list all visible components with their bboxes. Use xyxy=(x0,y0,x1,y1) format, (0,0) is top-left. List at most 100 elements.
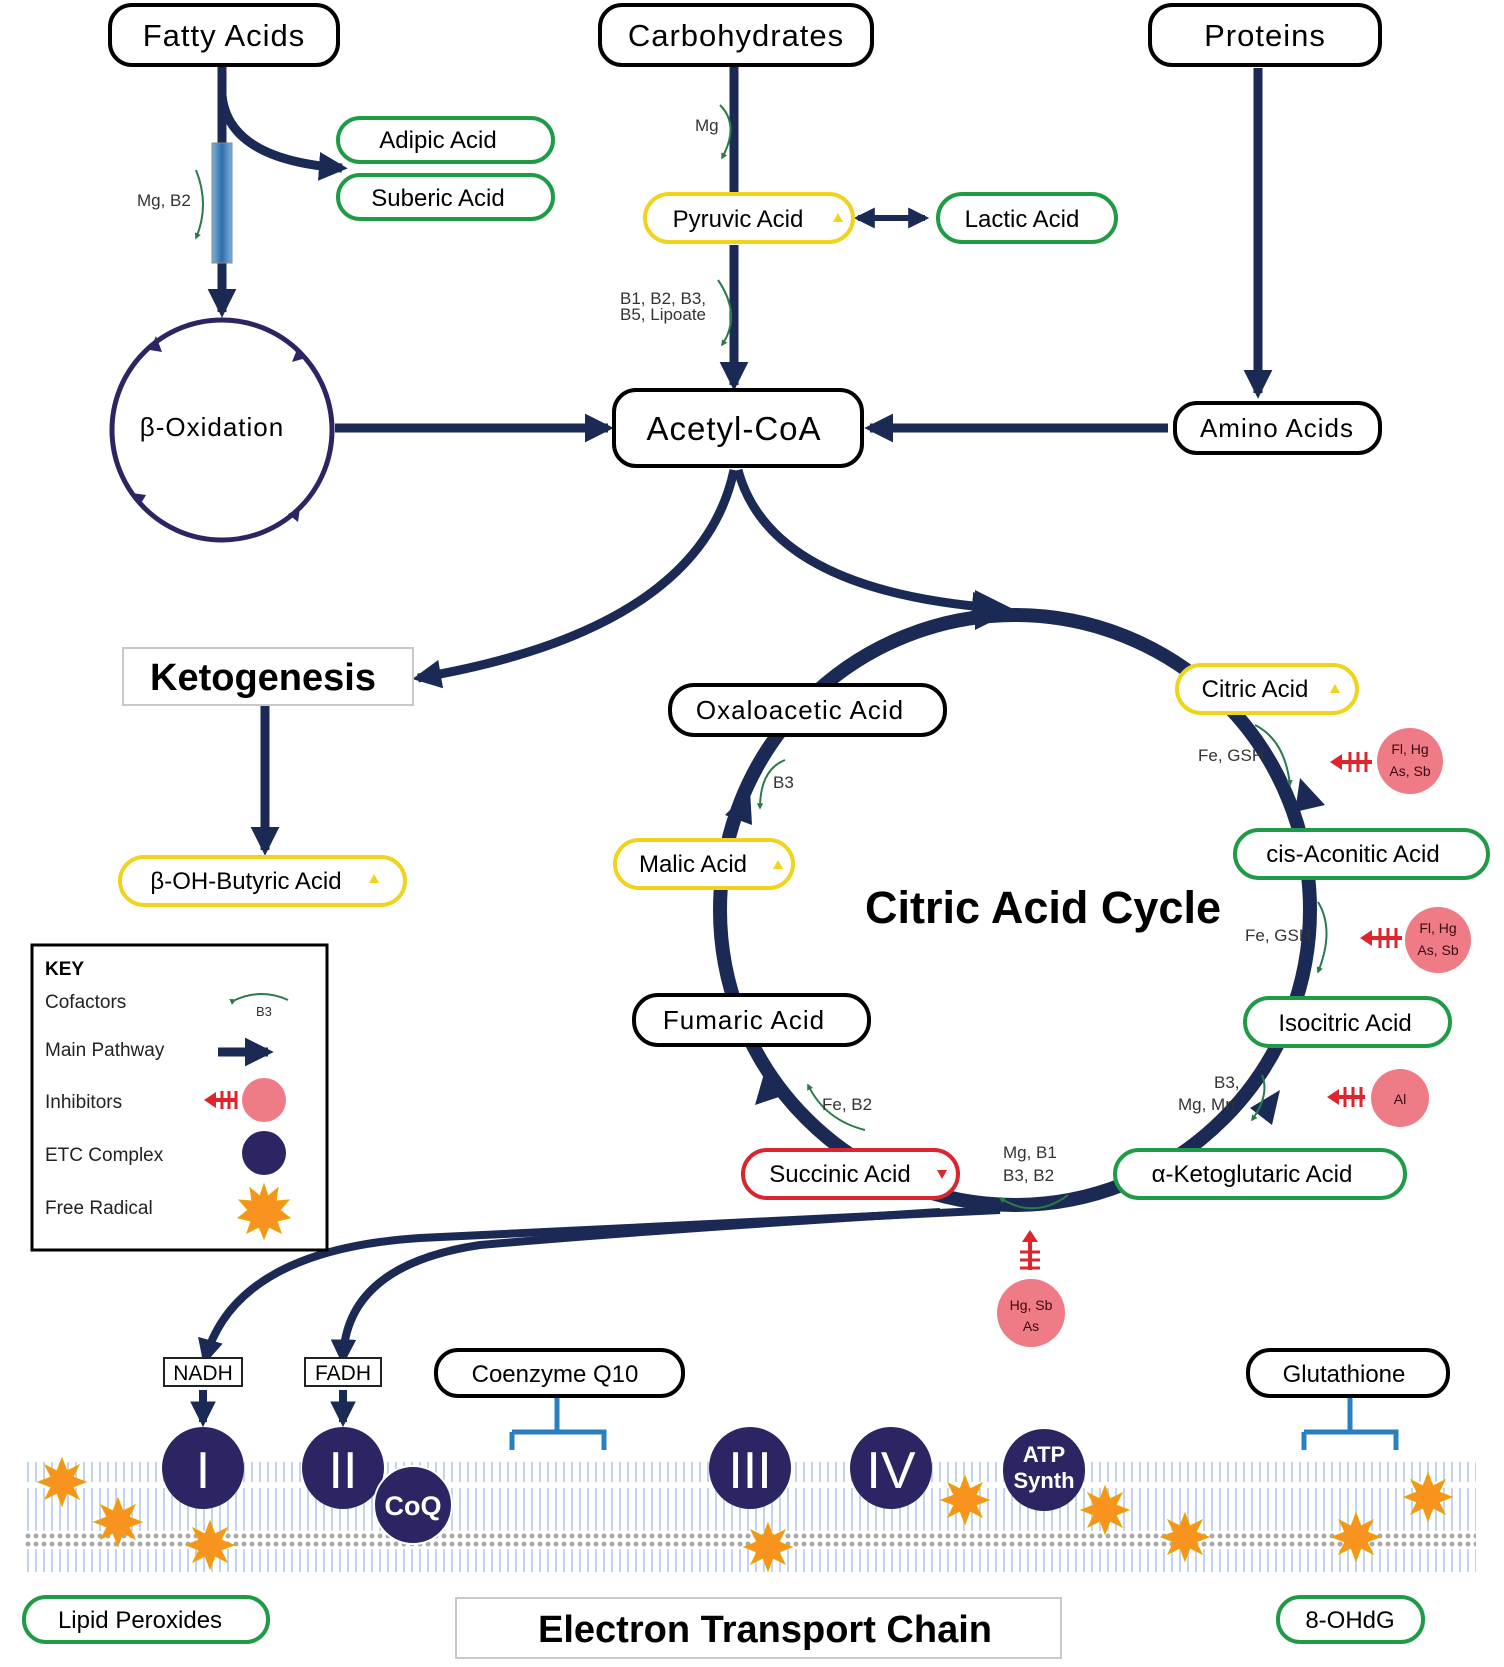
high-marker-icon xyxy=(833,213,843,222)
inhibitor-label: As, Sb xyxy=(1417,942,1458,958)
cycle-direction-arrows xyxy=(725,590,1325,1125)
inhibitor-cis-to-isocitric[interactable]: Fl, Hg As, Sb xyxy=(1360,907,1471,973)
node-cis-aconitic-acid[interactable]: cis-Aconitic Acid xyxy=(1233,828,1490,880)
coq-label: CoQ xyxy=(385,1491,442,1521)
inhibitor-label: Al xyxy=(1394,1091,1406,1107)
fatty-to-adipic-arrow xyxy=(217,94,348,181)
acetyl-to-ketogenesis-arrow xyxy=(412,469,739,689)
cofactor-label: B3, xyxy=(1214,1073,1240,1092)
etc-complex-1[interactable]: I xyxy=(162,1427,244,1509)
node-malic-acid[interactable]: Malic Acid xyxy=(613,838,795,890)
cofactor-label: Mg, B1 xyxy=(1003,1143,1057,1162)
node-label: α-Ketoglutaric Acid xyxy=(1152,1161,1353,1188)
node-adipic-acid[interactable]: Adipic Acid xyxy=(336,116,555,164)
node-label: Ketogenesis xyxy=(150,657,376,699)
complex-label: I xyxy=(196,1442,210,1500)
free-radical-icon xyxy=(1402,1471,1454,1523)
inhibitor-circle-icon xyxy=(242,1078,286,1122)
etc-coq[interactable]: CoQ xyxy=(373,1465,453,1545)
legend-cofactor-sample: B3 xyxy=(256,1004,272,1019)
node-label: Suberic Acid xyxy=(371,185,504,212)
node-label: Lactic Acid xyxy=(965,206,1080,233)
cofactor-label: B5, Lipoate xyxy=(620,305,706,324)
inhibitor-label: Fl, Hg xyxy=(1391,741,1428,757)
free-radical-icon xyxy=(92,1496,144,1548)
node-pyruvic-acid[interactable]: Pyruvic Acid xyxy=(643,192,855,244)
node-citric-acid[interactable]: Citric Acid xyxy=(1175,663,1359,715)
fadh-label-box: FADH xyxy=(304,1357,382,1387)
carnitine-shuttle-icon xyxy=(211,142,233,264)
node-lipid-peroxides[interactable]: Lipid Peroxides xyxy=(22,1595,270,1644)
etc-title: Electron Transport Chain xyxy=(538,1609,992,1651)
node-glutathione[interactable]: Glutathione xyxy=(1246,1348,1450,1398)
inhibitor-label: Fl, Hg xyxy=(1419,920,1456,936)
beta-oxidation-cycle xyxy=(109,317,335,543)
free-radical-icon xyxy=(36,1456,88,1508)
legend-etc-complex-label: ETC Complex xyxy=(45,1145,164,1166)
legend-cofactors-label: Cofactors xyxy=(45,992,126,1013)
etc-atp-synthase[interactable]: ATP Synth xyxy=(1003,1429,1085,1511)
inhibitor-iso-to-akg[interactable]: Al xyxy=(1327,1069,1429,1127)
node-label: Pyruvic Acid xyxy=(673,206,804,233)
cofactor-label: B3, B2 xyxy=(1003,1166,1054,1185)
node-acetyl-coa[interactable]: Acetyl-CoA xyxy=(612,388,864,468)
node-proteins[interactable]: Proteins xyxy=(1148,3,1382,67)
free-radical-icon xyxy=(236,1182,292,1241)
node-beta-oh-butyric-acid[interactable]: β-OH-Butyric Acid xyxy=(118,855,407,907)
nadh-label-box: NADH xyxy=(163,1357,243,1387)
node-amino-acids[interactable]: Amino Acids xyxy=(1173,401,1382,455)
high-marker-icon xyxy=(773,860,783,869)
inhibitor-akg-to-succinic[interactable]: Hg, Sb As xyxy=(997,1230,1065,1347)
node-label: Glutathione xyxy=(1283,1361,1406,1388)
node-label: Fumaric Acid xyxy=(663,1005,825,1035)
free-radical-icon xyxy=(939,1474,991,1526)
node-label: Amino Acids xyxy=(1200,413,1354,443)
node-succinic-acid[interactable]: Succinic Acid xyxy=(741,1148,960,1200)
inhibitor-citric-to-cis[interactable]: Fl, Hg As, Sb xyxy=(1330,728,1443,794)
legend-free-radical-label: Free Radical xyxy=(45,1198,153,1219)
atp-label: ATP xyxy=(1023,1442,1065,1467)
etc-complex-2[interactable]: II xyxy=(302,1427,384,1509)
node-lactic-acid[interactable]: Lactic Acid xyxy=(936,192,1118,244)
node-carbohydrates[interactable]: Carbohydrates xyxy=(598,3,874,67)
acetyl-to-cycle-arrow xyxy=(733,468,1001,621)
cycle-to-fadh-arrow xyxy=(330,1208,941,1366)
etc-complex-icon xyxy=(242,1131,286,1175)
legend-title: KEY xyxy=(45,959,84,980)
legend-main-pathway-label: Main Pathway xyxy=(45,1040,165,1061)
free-radical-icon xyxy=(1159,1511,1211,1563)
node-fatty-acids[interactable]: Fatty Acids xyxy=(108,3,340,67)
node-ketogenesis[interactable]: Ketogenesis xyxy=(122,647,414,706)
nadh-label: NADH xyxy=(173,1362,233,1385)
etc-title-box: Electron Transport Chain xyxy=(455,1597,1062,1659)
node-coenzyme-q10[interactable]: Coenzyme Q10 xyxy=(434,1348,685,1398)
node-fumaric-acid[interactable]: Fumaric Acid xyxy=(632,993,871,1047)
free-radical-icon xyxy=(742,1521,794,1573)
cofactor-label: B1, B2, B3, xyxy=(620,289,706,308)
node-label: cis-Aconitic Acid xyxy=(1266,841,1439,868)
node-label: Lipid Peroxides xyxy=(58,1607,222,1634)
cofactor-label: Fe, B2 xyxy=(822,1095,872,1114)
etc-complex-4[interactable]: IV xyxy=(850,1427,932,1509)
node-label: Citric Acid xyxy=(1202,676,1309,703)
cofactor-label: Mg xyxy=(695,116,719,135)
node-label: 8-OHdG xyxy=(1305,1607,1394,1634)
cycle-title: Citric Acid Cycle xyxy=(865,882,1221,933)
etc-complex-3[interactable]: III xyxy=(709,1427,791,1509)
free-radical-icon xyxy=(1079,1484,1131,1536)
node-alpha-ketoglutaric-acid[interactable]: α-Ketoglutaric Acid xyxy=(1113,1148,1407,1200)
free-radical-icon xyxy=(1330,1511,1382,1563)
node-oxaloacetic-acid[interactable]: Oxaloacetic Acid xyxy=(668,683,947,737)
node-isocitric-acid[interactable]: Isocitric Acid xyxy=(1243,996,1452,1048)
high-marker-icon xyxy=(1330,684,1340,693)
node-label: Isocitric Acid xyxy=(1278,1010,1411,1037)
main-pathway-arrows xyxy=(198,65,1273,1366)
complex-label: III xyxy=(728,1442,771,1500)
legend-key: KEY Cofactors B3 Main Pathway Inhibitors… xyxy=(30,943,329,1252)
cofactor-label: Mg, Mn xyxy=(1178,1095,1235,1114)
node-8-ohdg[interactable]: 8-OHdG xyxy=(1276,1595,1425,1644)
node-suberic-acid[interactable]: Suberic Acid xyxy=(336,173,555,221)
free-radicals xyxy=(36,1456,1454,1573)
cofactor-labels: Mg, B2 Mg B1, B2, B3, B5, Lipoate Fe, GS… xyxy=(137,116,1311,1185)
